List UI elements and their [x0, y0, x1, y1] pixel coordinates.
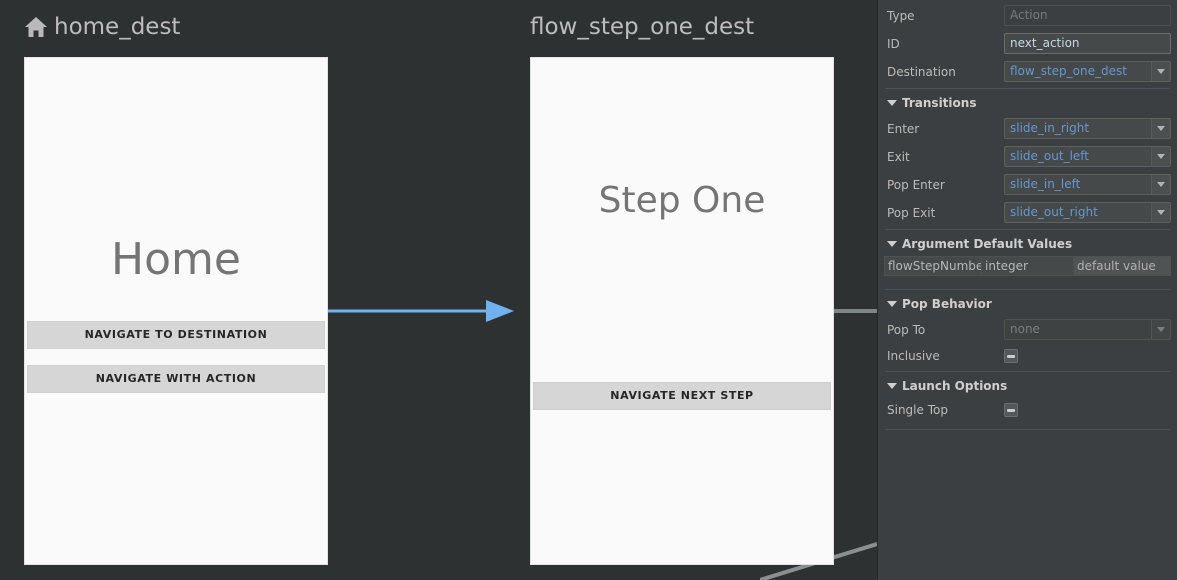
divider: [885, 289, 1170, 290]
pop-to-combo[interactable]: none: [1004, 319, 1171, 340]
argument-defaults-table[interactable]: flowStepNumbe integer default value: [884, 256, 1171, 276]
pop-enter-combo[interactable]: slide_in_left: [1004, 174, 1171, 195]
divider: [885, 371, 1170, 372]
field-row-inclusive: Inclusive: [884, 345, 1171, 367]
section-title: Transitions: [902, 96, 977, 110]
field-row-pop-enter: Pop Enter slide_in_left: [884, 172, 1171, 197]
chevron-down-icon[interactable]: [1151, 147, 1170, 166]
section-title: Pop Behavior: [902, 297, 992, 311]
chevron-down-icon[interactable]: [1151, 203, 1170, 222]
section-header-argument-default-values[interactable]: Argument Default Values: [884, 234, 1171, 254]
connection-home-to-flow-step-one[interactable]: [328, 296, 518, 326]
section-title: Launch Options: [902, 379, 1008, 393]
id-input[interactable]: next_action: [1004, 33, 1171, 54]
pop-to-label: Pop To: [887, 322, 926, 337]
section-header-launch-options[interactable]: Launch Options: [884, 376, 1171, 396]
home-button-navigate-with-action[interactable]: NAVIGATE WITH ACTION: [27, 365, 325, 393]
triangle-down-icon: [887, 383, 897, 389]
pop-exit-label: Pop Exit: [887, 205, 936, 220]
destination-combo[interactable]: flow_step_one_dest: [1004, 61, 1171, 82]
pop-exit-combo-value: slide_out_right: [1010, 205, 1098, 219]
exit-label: Exit: [887, 149, 910, 164]
enter-label: Enter: [887, 121, 920, 136]
minus-icon: [1007, 408, 1015, 412]
id-label: ID: [887, 36, 900, 51]
flow-step-one-button-navigate-next-step[interactable]: NAVIGATE NEXT STEP: [533, 382, 831, 410]
connection-flow-step-one-outgoing[interactable]: [834, 303, 877, 319]
argument-name-cell[interactable]: flowStepNumbe: [884, 256, 981, 276]
destination-label-flow-step-one-dest[interactable]: flow_step_one_dest: [530, 14, 754, 40]
pop-exit-combo[interactable]: slide_out_right: [1004, 202, 1171, 223]
single-top-label: Single Top: [887, 403, 948, 417]
argument-type-cell[interactable]: integer: [981, 256, 1073, 276]
divider: [885, 229, 1170, 230]
field-row-exit: Exit slide_out_left: [884, 144, 1171, 169]
enter-combo[interactable]: slide_in_right: [1004, 118, 1171, 139]
divider: [885, 429, 1170, 430]
pop-to-combo-value: none: [1010, 322, 1040, 336]
type-label: Type: [887, 8, 915, 23]
destination-card-home-dest[interactable]: Home NAVIGATE TO DESTINATION NAVIGATE WI…: [24, 57, 328, 565]
triangle-down-icon: [887, 301, 897, 307]
destination-label: Destination: [887, 64, 956, 79]
flow-step-one-screen-title: Step One: [598, 180, 766, 221]
argument-default-value-cell[interactable]: default value: [1073, 256, 1171, 276]
field-row-pop-exit: Pop Exit slide_out_right: [884, 200, 1171, 225]
attributes-inspector-panel[interactable]: Type Action ID next_action Destination f…: [877, 0, 1177, 580]
divider: [885, 88, 1170, 89]
section-header-pop-behavior[interactable]: Pop Behavior: [884, 294, 1171, 314]
destination-label-home-dest[interactable]: home_dest: [24, 14, 180, 40]
destination-card-flow-step-one-dest[interactable]: Step One NAVIGATE NEXT STEP: [530, 57, 834, 565]
field-row-id: ID next_action: [884, 31, 1171, 56]
chevron-down-icon[interactable]: [1151, 62, 1170, 81]
section-header-transitions[interactable]: Transitions: [884, 93, 1171, 113]
enter-combo-value: slide_in_right: [1010, 121, 1090, 135]
home-dest-preview: Home NAVIGATE TO DESTINATION NAVIGATE WI…: [25, 58, 327, 564]
chevron-down-icon[interactable]: [1151, 320, 1170, 339]
inclusive-label: Inclusive: [887, 349, 940, 363]
pop-enter-label: Pop Enter: [887, 177, 945, 192]
field-row-destination: Destination flow_step_one_dest: [884, 59, 1171, 84]
single-top-checkbox[interactable]: [1004, 403, 1018, 417]
type-input[interactable]: Action: [1004, 5, 1171, 26]
section-title: Argument Default Values: [902, 237, 1073, 251]
pop-enter-combo-value: slide_in_left: [1010, 177, 1081, 191]
triangle-down-icon: [887, 100, 897, 106]
destination-name-text: flow_step_one_dest: [530, 14, 755, 40]
destination-combo-value: flow_step_one_dest: [1010, 64, 1127, 78]
field-row-enter: Enter slide_in_right: [884, 116, 1171, 141]
field-row-single-top: Single Top: [884, 399, 1171, 421]
home-button-navigate-to-destination[interactable]: NAVIGATE TO DESTINATION: [27, 321, 325, 349]
destination-name-text: home_dest: [54, 14, 181, 40]
field-row-pop-to: Pop To none: [884, 317, 1171, 342]
flow-step-one-dest-preview: Step One NAVIGATE NEXT STEP: [531, 58, 833, 564]
inclusive-checkbox[interactable]: [1004, 349, 1018, 363]
home-icon: [25, 17, 47, 37]
chevron-down-icon[interactable]: [1151, 175, 1170, 194]
minus-icon: [1007, 354, 1015, 358]
exit-combo-value: slide_out_left: [1010, 149, 1090, 163]
navigation-graph-canvas[interactable]: home_dest Home NAVIGATE TO DESTINATION N…: [0, 0, 877, 580]
exit-combo[interactable]: slide_out_left: [1004, 146, 1171, 167]
field-row-type: Type Action: [884, 3, 1171, 28]
triangle-down-icon: [887, 241, 897, 247]
chevron-down-icon[interactable]: [1151, 119, 1170, 138]
home-screen-title: Home: [111, 234, 241, 285]
